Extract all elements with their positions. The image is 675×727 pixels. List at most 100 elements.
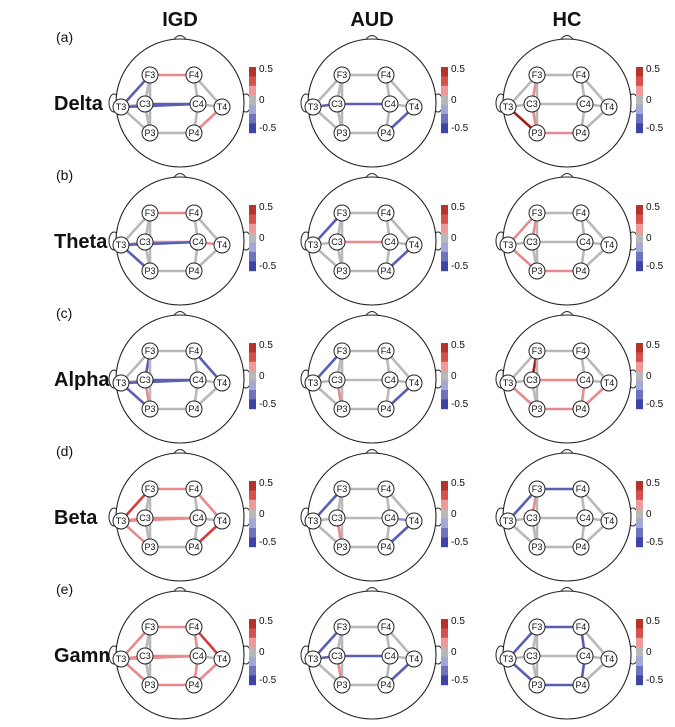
electrode-node-p4 xyxy=(572,538,590,556)
electrode-node-c3 xyxy=(136,233,154,251)
column-header-aud: AUD xyxy=(350,9,393,31)
panel-label: (d) xyxy=(56,443,73,459)
electrode-node-p4 xyxy=(185,676,203,694)
electrode-node-c4 xyxy=(381,95,399,113)
electrode-label-p3: P3 xyxy=(144,128,155,138)
electrode-node-f4 xyxy=(185,342,203,360)
colorbar-tick-label: 0.5 xyxy=(259,202,273,213)
electrode-node-t4 xyxy=(405,374,423,392)
electrode-node-c4 xyxy=(189,509,207,527)
electrode-label-p3: P3 xyxy=(144,266,155,276)
colorbar-segment xyxy=(441,233,448,243)
colorbar-tick-label: -0.5 xyxy=(451,537,469,548)
colorbar-segment xyxy=(636,628,643,639)
colorbar-segment xyxy=(249,261,256,272)
electrode-node-t3 xyxy=(112,512,130,530)
electrode-label-t4: T4 xyxy=(217,378,228,388)
electrode-node-f3 xyxy=(141,618,159,636)
colorbar-segment xyxy=(441,628,448,639)
colorbar-segment xyxy=(441,528,448,538)
colorbar-segment xyxy=(249,499,256,510)
electrode-label-f4: F4 xyxy=(381,208,392,218)
electrode-node-f4 xyxy=(377,204,395,222)
electrode-label-f4: F4 xyxy=(189,484,200,494)
electrode-label-c3: C3 xyxy=(331,99,343,109)
electrode-node-p4 xyxy=(377,676,395,694)
electrode-node-t3 xyxy=(112,374,130,392)
edge-t3-c4 xyxy=(119,240,200,247)
electrode-node-c3 xyxy=(523,371,541,389)
colorbar: 0.50-0.5 xyxy=(441,478,469,548)
colorbar-segment xyxy=(249,390,256,400)
electrode-node-f4 xyxy=(572,480,590,498)
colorbar: 0.50-0.5 xyxy=(249,202,277,272)
electrode-node-p3 xyxy=(528,262,546,280)
colorbar-segment xyxy=(249,666,256,676)
electrode-node-p3 xyxy=(333,124,351,142)
colorbar-segment xyxy=(441,675,448,686)
electrode-node-p3 xyxy=(141,676,159,694)
electrode-label-f3: F3 xyxy=(532,346,543,356)
electrode-label-f3: F3 xyxy=(337,484,348,494)
colorbar-segment xyxy=(636,214,643,225)
electrode-label-c3: C3 xyxy=(526,99,538,109)
colorbar-tick-label: 0.5 xyxy=(259,616,273,627)
electrode-node-t4 xyxy=(600,374,618,392)
colorbar-segment xyxy=(249,104,256,115)
colorbar-segment xyxy=(249,528,256,538)
electrode-node-p4 xyxy=(572,676,590,694)
colorbar-segment xyxy=(249,123,256,134)
electrode-node-f4 xyxy=(572,204,590,222)
colorbar-segment xyxy=(249,361,256,372)
colorbar-segment xyxy=(249,537,256,548)
electrode-label-c4: C4 xyxy=(384,651,396,661)
colorbar-tick-label: 0.5 xyxy=(451,64,465,75)
electrode-node-c4 xyxy=(381,233,399,251)
colorbar-segment xyxy=(636,114,643,124)
colorbar-segment xyxy=(636,390,643,400)
colorbar: 0.50-0.5 xyxy=(636,340,664,410)
colorbar-tick-label: -0.5 xyxy=(259,399,277,410)
electrode-label-c4: C4 xyxy=(384,99,396,109)
electrode-label-p3: P3 xyxy=(531,266,542,276)
electrode-label-t4: T4 xyxy=(409,240,420,250)
colorbar-segment xyxy=(441,490,448,501)
electrode-label-p3: P3 xyxy=(336,404,347,414)
colorbar-tick-label: 0.5 xyxy=(451,478,465,489)
electrode-node-c4 xyxy=(576,95,594,113)
electrode-node-t4 xyxy=(600,650,618,668)
colorbar-segment xyxy=(636,380,643,391)
electrode-label-t4: T4 xyxy=(604,654,615,664)
electrode-label-f4: F4 xyxy=(189,70,200,80)
colorbar-segment xyxy=(636,666,643,676)
electrode-node-f3 xyxy=(141,480,159,498)
electrode-node-f4 xyxy=(572,342,590,360)
electrode-label-c4: C4 xyxy=(192,651,204,661)
electrode-node-p4 xyxy=(377,262,395,280)
edge-t3-c4 xyxy=(119,516,200,523)
electrode-label-c4: C4 xyxy=(579,651,591,661)
colorbar-segment xyxy=(249,242,256,253)
electrode-label-c3: C3 xyxy=(331,375,343,385)
electrode-label-p4: P4 xyxy=(188,404,199,414)
electrode-node-c3 xyxy=(523,95,541,113)
electrode-label-p3: P3 xyxy=(336,128,347,138)
colorbar-segment xyxy=(441,67,448,77)
electrode-label-c4: C4 xyxy=(579,99,591,109)
electrode-label-p3: P3 xyxy=(531,404,542,414)
colorbar-segment xyxy=(249,95,256,105)
electrode-node-c3 xyxy=(523,647,541,665)
electrode-label-f3: F3 xyxy=(337,346,348,356)
electrode-label-p4: P4 xyxy=(188,680,199,690)
electrode-node-p4 xyxy=(185,400,203,418)
electrode-node-p3 xyxy=(528,124,546,142)
colorbar-tick-label: 0.5 xyxy=(646,64,660,75)
panel-label: (c) xyxy=(56,305,72,321)
colorbar-tick-label: -0.5 xyxy=(451,399,469,410)
electrode-label-p4: P4 xyxy=(575,680,586,690)
colorbar-tick-label: 0.5 xyxy=(451,340,465,351)
colorbar-segment xyxy=(636,518,643,529)
electrode-label-p4: P4 xyxy=(575,404,586,414)
electrode-label-c3: C3 xyxy=(526,375,538,385)
